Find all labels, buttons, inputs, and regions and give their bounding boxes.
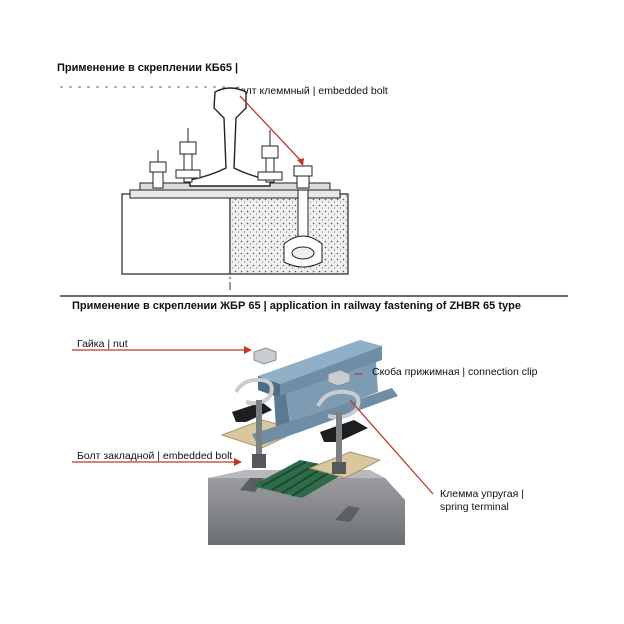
rail-foot [252,388,398,446]
rail-head-front [280,346,382,398]
terminal-label-line2: spring terminal [440,501,509,513]
bottom-diagram-title: Применение в скреплении ЖБР 65 | applica… [72,300,521,312]
rail-head-top [258,340,382,384]
zhbr65-assembly [208,340,405,545]
sleeper-groove-right [335,506,360,522]
rail-profile [189,87,271,187]
nut-label: Гайка | nut [77,338,128,350]
bolt-right [336,412,342,468]
nut-floating [253,347,277,365]
spring-clip-right [316,389,361,420]
bolt-left-head [252,454,266,468]
bolt-leader [239,95,304,164]
bolt-leader-arrow [297,158,304,166]
bottom-leaders [72,349,434,495]
bolt-label: Болт закладной | embedded bolt [77,450,233,462]
bolt-right-head [332,462,346,474]
top-bolt-label: болт клеммный | embedded bolt [234,85,388,97]
embedded-bolt [283,189,323,268]
bolt-left [256,400,262,460]
rail-web [274,394,290,428]
clamp-right [320,420,368,442]
terminal-label-line1: Клемма упругая | [440,488,524,500]
sleeper-left [121,193,231,275]
clip-label: Скоба прижимная | connection clip [372,366,538,378]
right-bolt-group [257,130,313,189]
sleeper-groove-left [240,478,264,492]
concrete-sleeper [208,478,405,545]
left-bolt-group [149,128,201,189]
nut-on-clip [327,369,351,387]
top-diagram-title: Применение в скреплении КБ65 | [57,62,239,74]
